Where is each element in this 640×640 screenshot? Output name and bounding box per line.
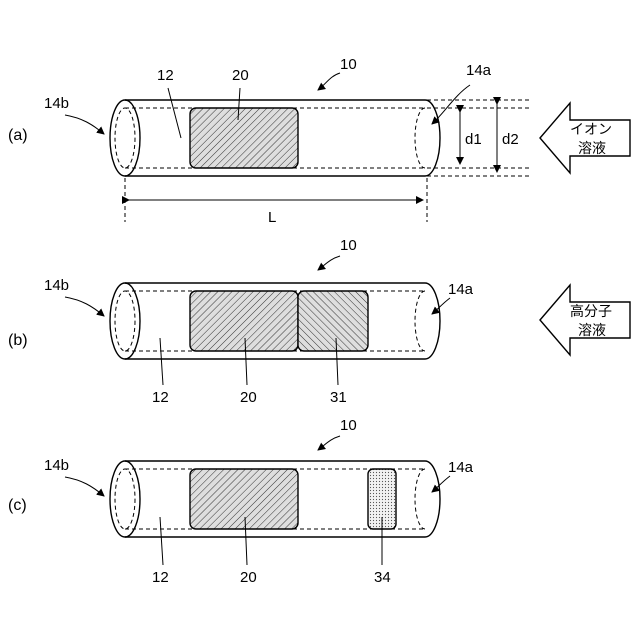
label-12-b: 12 [152, 389, 169, 406]
label-34-c: 34 [374, 569, 391, 586]
label-14a-a: 14a [466, 62, 492, 79]
panel-c-letter: (c) [8, 497, 27, 514]
label-10-b: 10 [340, 237, 357, 254]
label-L: L [268, 209, 276, 226]
label-14b-b: 14b [44, 277, 69, 294]
label-12-a: 12 [157, 67, 174, 84]
block-20-a [190, 108, 298, 168]
label-12-c: 12 [152, 569, 169, 586]
label-14a-b: 14a [448, 281, 474, 298]
solution-arrow-a [540, 103, 630, 173]
solution-arrow-b [540, 285, 630, 355]
arrow-b-line1: 高分子 [570, 303, 612, 319]
block-31-b [298, 291, 368, 351]
block-20-c [190, 469, 298, 529]
label-14b-a: 14b [44, 95, 69, 112]
label-d1: d1 [465, 131, 482, 148]
label-20-c: 20 [240, 569, 257, 586]
label-14a-c: 14a [448, 459, 474, 476]
panel-a-letter: (a) [8, 127, 28, 144]
label-20-b: 20 [240, 389, 257, 406]
label-14b-c: 14b [44, 457, 69, 474]
panel-a: (a) 12 20 10 14b 14a [8, 56, 630, 226]
panel-b: (b) 10 14b 14a 12 20 31 高分子 溶液 [8, 237, 630, 406]
block-20-b [190, 291, 298, 351]
arrow-a-line1: イオン [570, 121, 612, 137]
label-31-b: 31 [330, 389, 347, 406]
label-10-a: 10 [340, 56, 357, 73]
label-20-a: 20 [232, 67, 249, 84]
arrow-a-line2: 溶液 [578, 140, 606, 156]
arrow-b-line2: 溶液 [578, 322, 606, 338]
panel-c: (c) 10 14b 14a 12 20 34 [8, 417, 474, 586]
label-d2: d2 [502, 131, 519, 148]
panel-b-letter: (b) [8, 332, 28, 349]
label-10-c: 10 [340, 417, 357, 434]
